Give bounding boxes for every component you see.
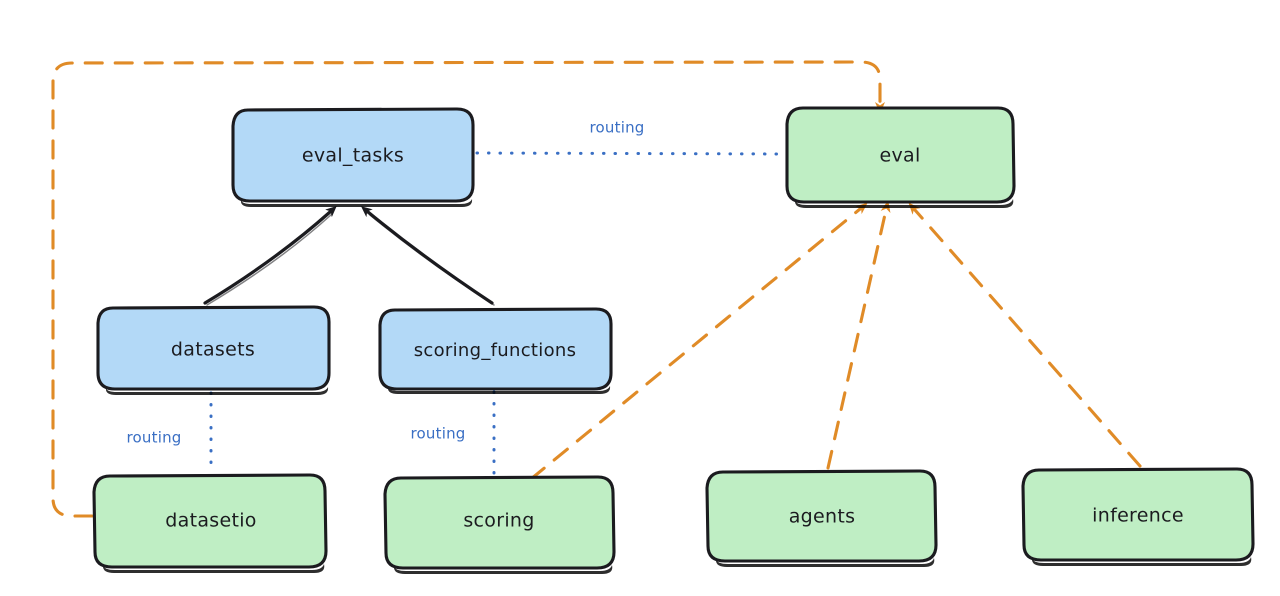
edge-datasets-eval_tasks [203, 206, 337, 306]
node-label-datasets: datasets [171, 339, 255, 361]
edge-datasetio-eval [51, 60, 885, 518]
node-scoring[interactable]: scoring [383, 475, 616, 574]
node-label-inference: inference [1092, 505, 1184, 527]
node-label-datasetio: datasetio [165, 510, 256, 532]
node-datasetio[interactable]: datasetio [92, 473, 328, 573]
edge-label-routing-2: routing [127, 429, 182, 447]
node-scoring_functions[interactable]: scoring_functions [378, 307, 613, 394]
edges-layer [51, 60, 1142, 518]
node-eval[interactable]: eval [785, 106, 1016, 208]
node-inference[interactable]: inference [1021, 467, 1255, 566]
node-label-agents: agents [789, 506, 856, 528]
node-label-scoring: scoring [463, 510, 534, 532]
node-label-eval_tasks: eval_tasks [302, 145, 404, 167]
node-label-scoring_functions: scoring_functions [414, 340, 577, 361]
node-label-eval: eval [879, 145, 920, 167]
edge-scoring_functions-eval_tasks [361, 206, 495, 306]
edge-label-routing-3: routing [411, 425, 466, 443]
edge-inference-eval [908, 202, 1142, 468]
edge-scoring-eval [529, 202, 868, 481]
edge-agents-eval [826, 200, 891, 470]
edge-label-routing-1: routing [590, 119, 645, 137]
node-agents[interactable]: agents [705, 469, 938, 567]
edge-labels-layer: routing routing routing [127, 119, 645, 447]
edge-eval_tasks-eval [475, 151, 786, 156]
node-eval_tasks[interactable]: eval_tasks [231, 107, 475, 207]
node-datasets[interactable]: datasets [96, 305, 331, 395]
